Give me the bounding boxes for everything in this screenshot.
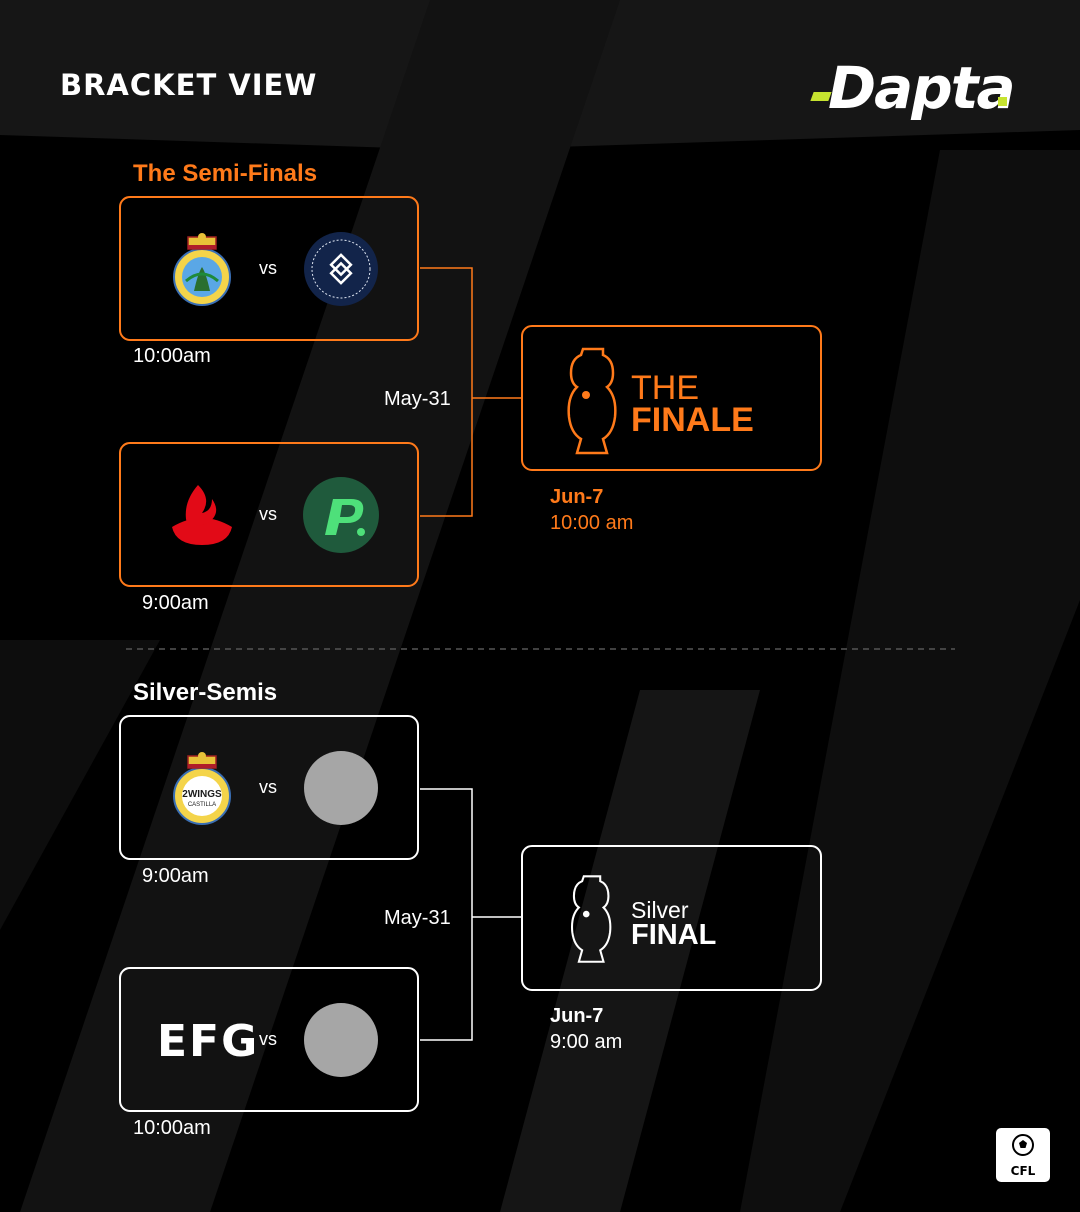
- silver-semi-match-2[interactable]: EFG vs: [119, 967, 419, 1112]
- silver-semi-2-time: 10:00am: [133, 1117, 211, 1139]
- vs-label: vs: [259, 777, 277, 797]
- vs-label: vs: [259, 258, 277, 278]
- brand-wordmark: Dapta: [828, 54, 1016, 122]
- finale-box[interactable]: THE FINALE: [521, 325, 822, 471]
- finale-time: 10:00 am: [550, 512, 634, 534]
- santander-flame-icon: [164, 477, 240, 553]
- silver-semis-date: May-31: [384, 907, 451, 929]
- silver-semi-match-1[interactable]: 2WINGS CASTILLA vs: [119, 715, 419, 860]
- efg-logo-icon: EFG: [157, 1002, 257, 1078]
- efg-label: EFG: [157, 1016, 260, 1067]
- semi-final-1-time: 10:00am: [133, 345, 211, 367]
- 2wings-label: 2WINGS: [182, 789, 222, 800]
- silver-final-line-1: Silver: [631, 897, 689, 923]
- silver-semis-title: Silver-Semis: [133, 679, 278, 706]
- silver-final-time: 9:00 am: [550, 1031, 623, 1053]
- semi-final-match-1[interactable]: vs: [119, 196, 419, 341]
- semi-final-2-time: 9:00am: [142, 592, 209, 614]
- semi-final-match-2[interactable]: vs: [119, 442, 419, 587]
- silver-final-line-2: FINAL: [631, 919, 717, 951]
- vs-label: vs: [259, 504, 277, 524]
- silver-semi-1-time: 9:00am: [142, 865, 209, 887]
- cfl-label: CFL: [1010, 1164, 1036, 1178]
- semi-finals-date: May-31: [384, 388, 451, 410]
- soccer-ball-icon: [1012, 1134, 1034, 1156]
- 2wings-castilla-crest-icon: 2WINGS CASTILLA: [164, 750, 240, 826]
- page-title: BRACKET VIEW: [60, 68, 318, 102]
- silver-final-schedule: Jun-7 9:00 am: [550, 1003, 622, 1055]
- dapta-logo: Dapta: [810, 52, 1020, 130]
- brand-dot-icon: [998, 97, 1007, 106]
- trophy-icon: [571, 875, 612, 963]
- silver-final-box[interactable]: Silver FINAL: [521, 845, 822, 991]
- reinsurance-united-fc-crest-icon: [303, 231, 379, 307]
- semi-finals-title: The Semi-Finals: [133, 160, 318, 187]
- green-p-logo-icon: [303, 477, 379, 553]
- finale-line-1: THE: [631, 369, 699, 407]
- placeholder-team-icon: [303, 750, 379, 826]
- cfl-logo: CFL: [996, 1128, 1050, 1182]
- trophy-icon: [567, 347, 617, 455]
- placeholder-team-icon: [303, 1002, 379, 1078]
- finale-date: Jun-7: [550, 486, 604, 508]
- finale-schedule: Jun-7 10:00 am: [550, 484, 633, 536]
- finale-line-2: FINALE: [631, 401, 754, 439]
- vs-label: vs: [259, 1029, 277, 1049]
- silver-final-date: Jun-7: [550, 1005, 604, 1027]
- castilla-label: CASTILLA: [188, 802, 216, 808]
- pena-madridista-crest-icon: [164, 231, 240, 307]
